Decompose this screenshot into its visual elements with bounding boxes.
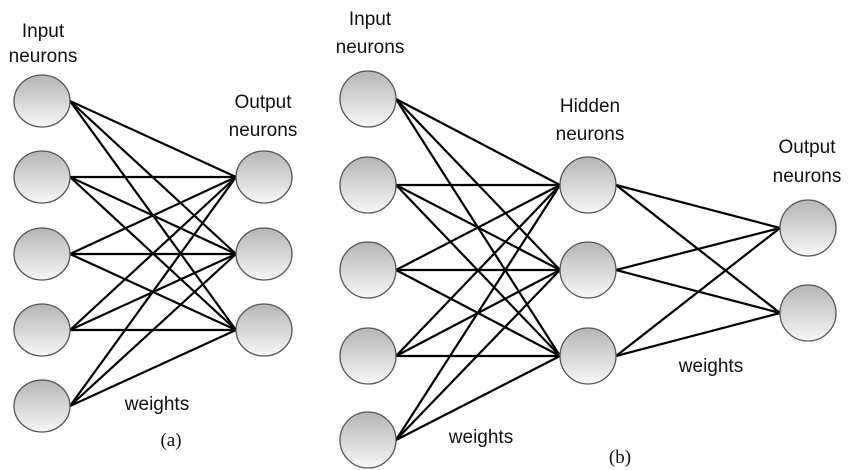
panel-b-weight-input5-hidden1 xyxy=(395,184,561,441)
panel-a-weight-input5-output3 xyxy=(69,328,237,408)
panel-b-weight-input1-hidden1 xyxy=(395,98,561,186)
panel-b-hidden-label-line1: Hidden xyxy=(560,96,620,117)
panel-b-weights xyxy=(395,98,781,441)
panel-a-caption: (a) xyxy=(160,430,181,451)
panel-b-weight-input3-hidden1 xyxy=(395,184,561,271)
panel-b-weight-hidden1-output1 xyxy=(615,183,781,230)
panel-a-output-neuron-3 xyxy=(235,303,293,357)
panel-a-output-neuron-1 xyxy=(235,150,293,204)
panel-a-input-label-line2: neurons xyxy=(9,46,78,67)
panel-b-input-label-line2: neurons xyxy=(336,37,405,58)
panel-b-input-neuron-5 xyxy=(339,411,397,469)
panel-b-hidden-label-line2: neurons xyxy=(556,124,625,145)
panel-b-input-neuron-3 xyxy=(339,241,397,299)
panel-a-weight-input1-output1 xyxy=(69,99,237,179)
panel-a-output-neuron-2 xyxy=(235,227,293,281)
panel-a-input-neuron-4 xyxy=(13,303,71,357)
panel-a-weights xyxy=(69,99,237,408)
panel-a-weight-input3-output1 xyxy=(69,176,237,255)
panel-a-weights-label: weights xyxy=(124,394,189,415)
panel-b-weights-label-2: weights xyxy=(678,356,743,377)
panel-a-weight-input4-output1 xyxy=(69,176,237,331)
panel-a-output-label-line2: neurons xyxy=(229,120,298,141)
panel-b-weights-label-1: weights xyxy=(448,427,513,448)
panel-a-weight-input5-output1 xyxy=(69,176,237,407)
panel-b-input-label-line1: Input xyxy=(349,9,392,30)
panel-b-output-neuron-2 xyxy=(779,284,837,342)
panel-b-input-neuron-1 xyxy=(339,70,397,128)
panel-a-input-neuron-1 xyxy=(13,74,71,128)
panel-b-weight-hidden2-output1 xyxy=(615,226,781,272)
panel-b-hidden-neuron-3 xyxy=(559,327,617,385)
panel-b-weight-input4-hidden1 xyxy=(395,184,561,357)
panel-b-weight-input5-hidden2 xyxy=(395,269,561,441)
panel-a-neurons xyxy=(13,74,293,433)
panel-b-input-neuron-4 xyxy=(339,327,397,385)
panel-a-output-label-line1: Output xyxy=(234,92,292,113)
panel-a-input-neuron-3 xyxy=(13,227,71,281)
panel-a-input-neuron-5 xyxy=(13,379,71,433)
panel-a-weight-input5-output2 xyxy=(69,253,237,407)
panel-a-input-neuron-2 xyxy=(13,150,71,204)
panel-b-weight-hidden3-output1 xyxy=(615,227,781,357)
panel-b-neurons xyxy=(339,70,837,469)
panel-b-output-label-line2: neurons xyxy=(773,166,842,187)
panel-b-hidden-neuron-1 xyxy=(559,156,617,214)
panel-b-weight-hidden3-output2 xyxy=(615,311,781,358)
panel-b-caption: (b) xyxy=(609,447,631,468)
panel-b-input-neuron-2 xyxy=(339,156,397,214)
panel-b-weight-input5-hidden3 xyxy=(395,355,561,441)
panel-b-output-neuron-1 xyxy=(779,199,837,257)
panel-b-output-label-line1: Output xyxy=(778,137,836,158)
panel-b-hidden-neuron-2 xyxy=(559,241,617,299)
panel-a-input-label-line1: Input xyxy=(22,21,65,42)
